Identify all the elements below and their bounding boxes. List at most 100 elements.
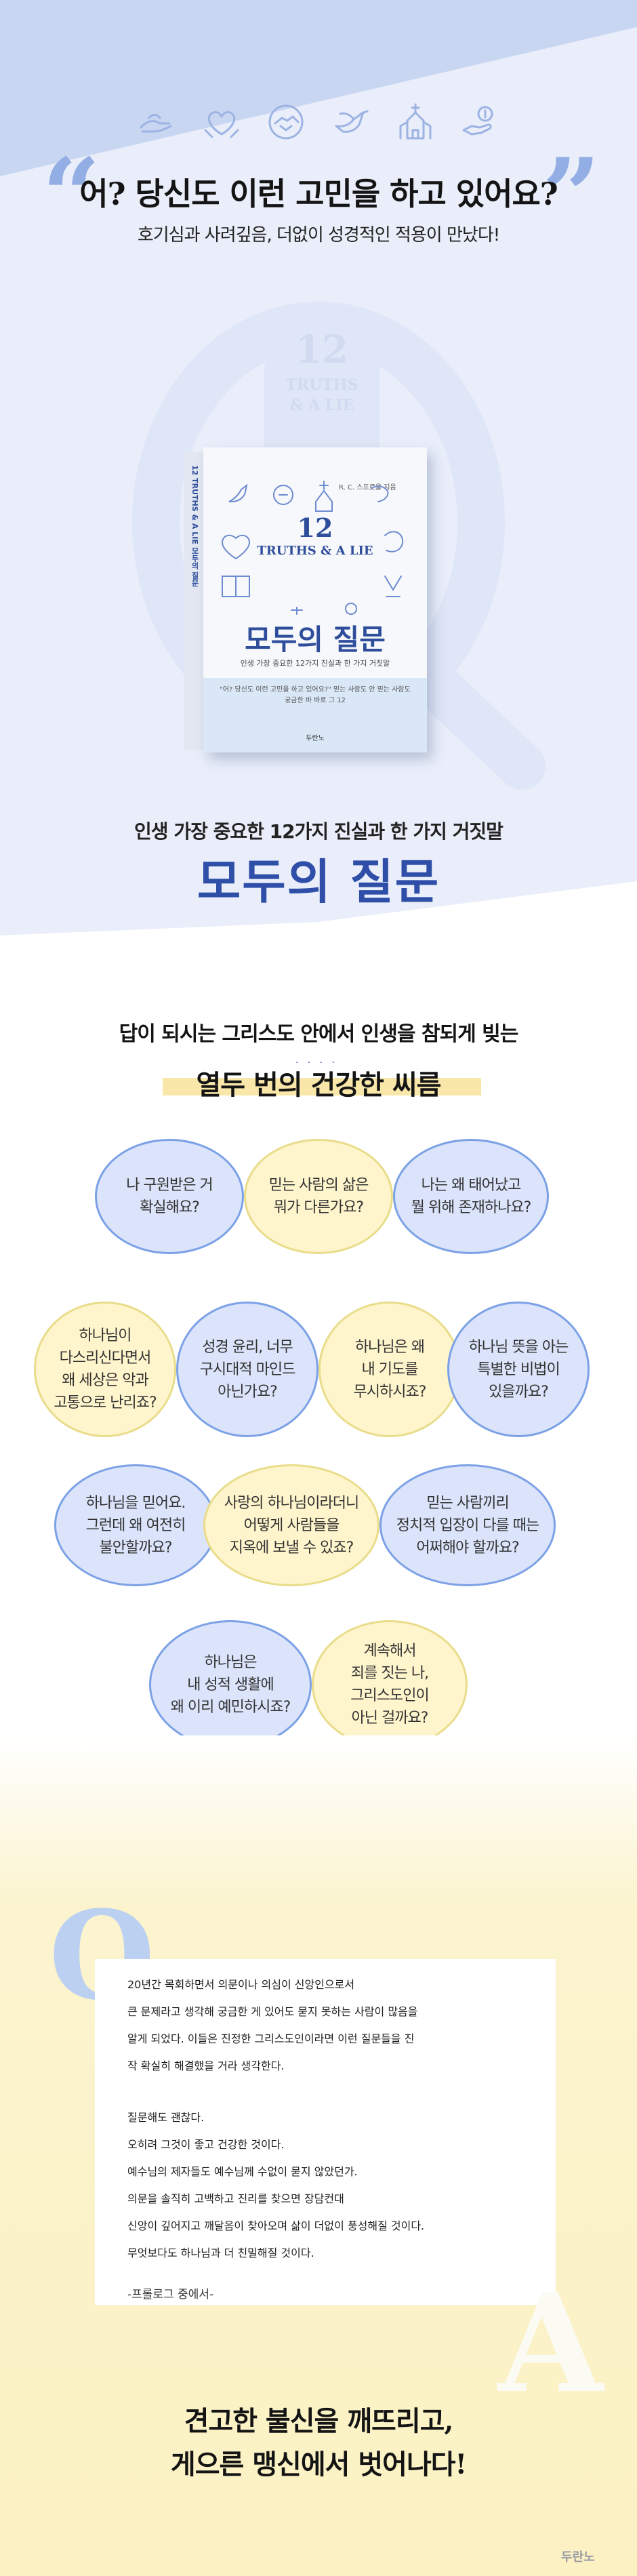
book-cover: R. C. 스프로울 지음 12 TRUTHS & A LIE 모두의 질문 인… bbox=[203, 447, 427, 752]
question-line: 하나님이 bbox=[79, 1327, 132, 1344]
question-line: 특별한 비법이 bbox=[477, 1361, 560, 1378]
book-title-english: TRUTHS & A LIE bbox=[257, 544, 373, 558]
question-line: 다스리신다면서 bbox=[59, 1350, 152, 1367]
question-line: 아닌 걸까요? bbox=[351, 1710, 429, 1727]
question-line: 왜 세상은 악과 bbox=[62, 1372, 148, 1389]
hero-section bbox=[0, 0, 637, 963]
prologue-line: 20년간 목회하면서 의문이나 의심이 신앙인으로서 bbox=[127, 1978, 355, 1991]
icon-row bbox=[136, 95, 501, 149]
publisher-logo: 두란노 bbox=[561, 2550, 595, 2564]
prologue-line: 무엇보다도 하나님과 더 친밀해질 것이다. bbox=[127, 2247, 314, 2259]
prologue-paragraph-2: 질문해도 괜찮다.오히려 그것이 좋고 건강한 것이다.예수님의 제자들도 예수… bbox=[127, 2108, 548, 2260]
tagline: 인생 가장 중요한 12가지 진실과 한 가지 거짓말 bbox=[134, 820, 504, 843]
highlight-bar bbox=[163, 1078, 481, 1095]
dove-icon bbox=[335, 110, 369, 133]
question-line: 뭐가 다른가요? bbox=[273, 1199, 364, 1216]
question-line: 그런데 왜 여전히 bbox=[85, 1516, 186, 1534]
question-line: 믿는 사람의 삶은 bbox=[268, 1177, 369, 1194]
question-line: 하나님은 bbox=[204, 1653, 258, 1671]
svg-text:TRUTHS: TRUTHS bbox=[286, 376, 358, 394]
book-quote: "어? 당신도 이런 고민을 하고 있어요?" 믿는 사람도 안 믿는 사람도 … bbox=[220, 686, 411, 704]
book-title-korean: 모두의 질문 bbox=[245, 623, 386, 656]
question-line: 하나님은 왜 bbox=[354, 1338, 425, 1356]
prologue-line: 큰 문제라고 생각해 궁금한 게 있어도 묻지 못하는 사람이 많음을 bbox=[127, 2005, 418, 2018]
question-line: 죄를 짓는 나, bbox=[350, 1665, 429, 1682]
question-line: 뭘 위해 존재하나요? bbox=[411, 1199, 532, 1216]
section-title: 답이 되시는 그리스도 안에서 인생을 참되게 빚는 bbox=[119, 1022, 519, 1046]
question-line: 지옥에 보낼 수 있죠? bbox=[229, 1539, 354, 1556]
prologue-a-letter: A bbox=[498, 2264, 604, 2423]
book-spine: 12 TRUTHS & A LIE 모두의 질문 bbox=[184, 451, 205, 750]
book-title-number: 12 bbox=[297, 512, 333, 543]
question-line: 정치적 입장이 다를 때는 bbox=[396, 1516, 539, 1534]
question-line: 성경 윤리, 너무 bbox=[202, 1338, 293, 1356]
book-author: R. C. 스프로울 지음 bbox=[339, 484, 396, 491]
hero-background bbox=[0, 0, 637, 963]
prologue-line: 신앙이 깊어지고 깨달음이 찾아오며 삶이 더없이 풍성해질 것이다. bbox=[127, 2219, 425, 2232]
prologue-line: 알게 되었다. 이들은 진정한 그리스도인이라면 이런 질문들을 진 bbox=[127, 2032, 415, 2045]
prologue-card bbox=[95, 1959, 556, 2305]
closing-line-2: 게으른 맹신에서 벗어나다! bbox=[170, 2449, 467, 2480]
section-highlight: 열두 번의 건강한 씨름 bbox=[196, 1070, 442, 1101]
subheadline: 호기심과 사려깊음, 더없이 성경적인 적용이 만났다! bbox=[137, 225, 500, 245]
book-cover-icons bbox=[221, 481, 404, 615]
question-line: 불안할까요? bbox=[99, 1539, 173, 1556]
question-line: 하나님을 믿어요. bbox=[85, 1494, 186, 1512]
handshake-icon bbox=[268, 104, 304, 140]
question-line: 내 성적 생활에 bbox=[187, 1676, 274, 1693]
church-icon bbox=[399, 103, 432, 140]
headline: 어? 당신도 이런 고민을 하고 있어요? bbox=[79, 176, 558, 212]
book-cover-band bbox=[203, 678, 427, 752]
question-line: 믿는 사람끼리 bbox=[426, 1494, 509, 1512]
open-quote-icon: “ bbox=[42, 136, 101, 256]
question-line: 구시대적 마인드 bbox=[199, 1361, 296, 1378]
book-subtitle: 인생 가장 중요한 12가지 진실과 한 가지 거짓말 bbox=[240, 659, 390, 668]
question-line: 고통으로 난리죠? bbox=[54, 1394, 157, 1411]
question-line: 나 구원받은 거 bbox=[126, 1177, 213, 1194]
question-line: 어쩌해야 할까요? bbox=[416, 1539, 519, 1556]
svg-text:12: 12 bbox=[295, 327, 348, 372]
question-line: 내 기도를 bbox=[361, 1361, 419, 1378]
prologue-source: -프롤로그 중에서- bbox=[127, 2288, 214, 2301]
prologue-line: 의문을 솔직히 고백하고 진리를 찾으면 장담컨대 bbox=[127, 2192, 344, 2205]
hands-praying-icon bbox=[140, 114, 172, 133]
question-line: 어떻게 사람들을 bbox=[243, 1516, 340, 1534]
prologue-line: 작 확실히 해결했을 거라 생각한다. bbox=[127, 2059, 285, 2072]
prologue-line: 오히려 그것이 좋고 건강한 것이다. bbox=[127, 2138, 285, 2151]
heart-hands-icon bbox=[204, 111, 239, 138]
book-publisher: 두란노 bbox=[306, 735, 325, 742]
question-line: 아닌가요? bbox=[218, 1383, 278, 1401]
question-line: 그리스도인이 bbox=[350, 1687, 429, 1704]
closing-statement: 견고한 불신을 깨뜨리고, 게으른 맹신에서 벗어나다! bbox=[0, 2400, 637, 2487]
question-line: 확실해요? bbox=[140, 1199, 200, 1216]
question-line: 하나님 뜻을 아는 bbox=[468, 1338, 569, 1356]
question-line: 사랑의 하나님이라더니 bbox=[224, 1494, 359, 1512]
brand-title: 모두의 질문 bbox=[197, 854, 440, 910]
book-spine-text: 12 TRUTHS & A LIE 모두의 질문 bbox=[190, 465, 199, 587]
close-quote-icon: ” bbox=[542, 136, 601, 256]
question-line: 무시하시죠? bbox=[353, 1383, 427, 1401]
question-line: 있을까요? bbox=[489, 1383, 549, 1401]
